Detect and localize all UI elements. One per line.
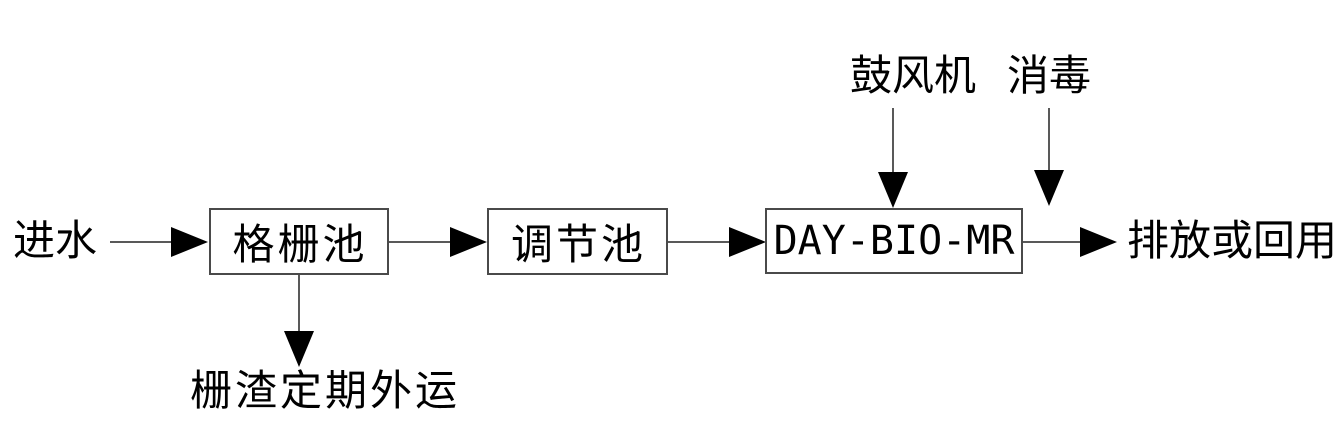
arrowhead-right-icon [1080,227,1117,257]
blower-label: 鼓风机 [850,54,977,100]
arrowhead-right-icon [450,227,487,257]
arrow-line-reactor-to-discharge [1023,241,1081,243]
arrow-line-disinfection-to-outlet [1048,108,1050,172]
arrow-line-grid-tank-to-regulation-tank [389,241,451,243]
residue-label: 栅渣定期外运 [190,369,461,415]
arrowhead-down-icon [878,172,908,208]
arrowhead-down-icon [284,331,314,367]
arrowhead-right-icon [171,227,208,257]
arrow-line-regulation-tank-to-reactor [668,241,730,243]
reactor-label: DAY-BIO-MR [773,218,1015,264]
reactor-node: DAY-BIO-MR [765,208,1023,274]
inflow-label: 进水 [13,219,98,265]
regulation-tank-label: 调节池 [510,223,646,269]
arrow-line-inflow-to-grid-tank [110,241,172,243]
grid-tank-label: 格栅池 [232,223,368,269]
arrowhead-down-icon [1034,170,1064,206]
discharge-label: 排放或回用 [1127,219,1333,265]
arrow-line-blower-to-reactor [892,108,894,174]
regulation-tank-node: 调节池 [487,208,668,275]
disinfection-label: 消毒 [1007,54,1092,100]
grid-tank-node: 格栅池 [209,208,389,275]
arrowhead-right-icon [729,227,766,257]
arrow-line-grid-tank-to-residue [298,275,300,333]
